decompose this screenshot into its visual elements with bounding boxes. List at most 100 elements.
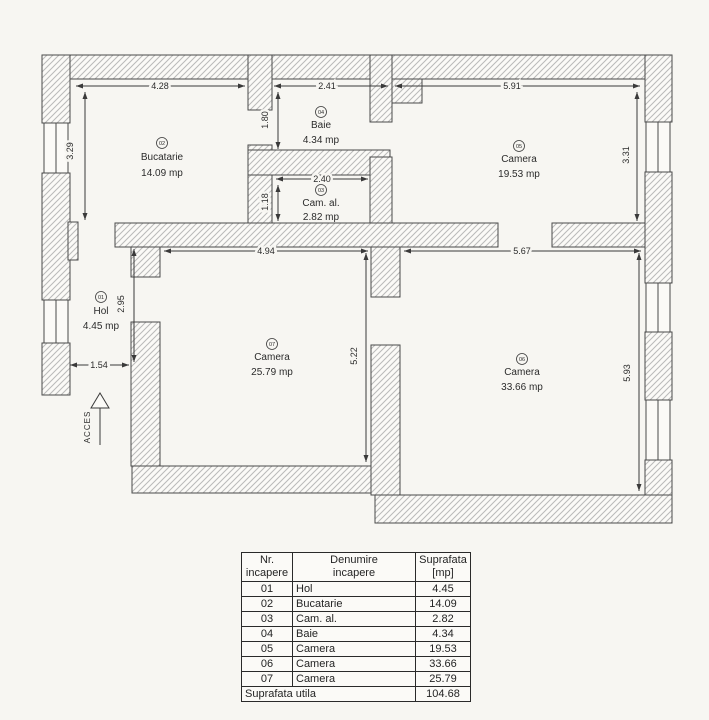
room-label-camera-06: 06 Camera 33.66 mp — [501, 353, 543, 393]
room-label-camera-07: 07 Camera 25.79 mp — [251, 338, 293, 378]
cell-area: 25.79 — [415, 671, 471, 687]
access-label: ACCES — [83, 411, 92, 444]
room-name-bucatarie: Bucatarie — [141, 152, 184, 163]
access-arrow-icon — [90, 392, 110, 409]
dimension-hall-width: 1.54 — [90, 360, 108, 370]
header-denumire-line1: Denumire — [330, 554, 378, 566]
wall-top-pillar — [391, 78, 423, 104]
room-name-cam-al: Cam. al. — [302, 198, 339, 209]
walls — [41, 54, 673, 524]
table-row: 03 Cam. al. 2.82 — [241, 611, 471, 627]
header-suprafata-line2: [mp] — [432, 567, 454, 579]
table-footer-row: Suprafata utila 104.68 — [241, 686, 471, 702]
wall-bath-right-lower — [369, 156, 393, 224]
room-number-06: 06 — [519, 357, 525, 363]
room-area-baie: 4.34 mp — [303, 135, 340, 146]
wall-right-seg2 — [644, 171, 673, 284]
room-label-camera-05: 05 Camera 19.53 mp — [498, 140, 540, 180]
wall-kitchen-divider-upper — [247, 54, 273, 111]
dimension-bath-height: 1.80 — [260, 111, 270, 129]
cell-area: 14.09 — [415, 596, 471, 612]
dimension-room7-width: 4.94 — [257, 246, 275, 256]
header-denumire: Denumire incapere — [292, 552, 416, 582]
dimension-room6-height: 5.93 — [622, 364, 632, 382]
wall-middle-right — [551, 222, 646, 248]
cell-area: 2.82 — [415, 611, 471, 627]
room-label-bucatarie: 02 Bucatarie 14.09 mp — [141, 137, 184, 179]
cell-name: Camera — [292, 656, 416, 672]
dimension-kitchen-width: 4.28 — [151, 81, 169, 91]
header-nr-line2: incapere — [245, 567, 289, 579]
cell-name: Camera — [292, 671, 416, 687]
header-denumire-line2: incapere — [332, 567, 376, 579]
cell-name: Bucatarie — [292, 596, 416, 612]
wall-divider-07-06-lower — [370, 344, 401, 496]
room-area-cam-al: 2.82 mp — [303, 212, 340, 223]
room-labels: 01 Hol 4.45 mp 02 Bucatarie 14.09 mp 03 … — [83, 106, 543, 393]
table-row: 05 Camera 19.53 — [241, 641, 471, 657]
room-area-bucatarie: 14.09 mp — [141, 168, 183, 179]
wall-left-pillar — [67, 221, 79, 261]
cell-area: 33.66 — [415, 656, 471, 672]
room-number-03: 03 — [318, 188, 324, 194]
header-suprafata: Suprafata [mp] — [415, 552, 471, 582]
wall-left-lower — [41, 342, 71, 396]
header-nr: Nr. incapere — [241, 552, 293, 582]
area-table: Nr. incapere Denumire incapere Suprafata… — [241, 552, 471, 702]
cell-area: 4.34 — [415, 626, 471, 642]
cell-nr: 06 — [241, 656, 293, 672]
wall-divider-07-06-upper — [370, 246, 401, 298]
wall-left-middle — [41, 172, 71, 301]
room-name-camera-05: Camera — [501, 154, 537, 165]
dimension-room5-width: 5.91 — [503, 81, 521, 91]
room-area-camera-06: 33.66 mp — [501, 382, 543, 393]
table-row: 06 Camera 33.66 — [241, 656, 471, 672]
floor-plan-drawing: 4.28 2.41 5.91 3.29 1.80 3.31 2.40 1.18 … — [41, 54, 673, 524]
wall-bath-right-upper — [369, 54, 393, 123]
dimension-kitchen-height: 3.29 — [65, 142, 75, 160]
header-nr-line1: Nr. — [259, 554, 275, 566]
footer-total: 104.68 — [415, 686, 471, 702]
cell-name: Cam. al. — [292, 611, 416, 627]
floor-plan: 4.28 2.41 5.91 3.29 1.80 3.31 2.40 1.18 … — [41, 54, 673, 524]
wall-left-upper — [41, 54, 71, 124]
wall-bottom-left — [131, 465, 376, 494]
cell-area: 4.45 — [415, 581, 471, 597]
wall-right-seg3 — [644, 331, 673, 401]
room-name-camera-06: Camera — [504, 367, 540, 378]
table-row: 01 Hol 4.45 — [241, 581, 471, 597]
room-label-hol: 01 Hol 4.45 mp — [83, 291, 120, 332]
footer-label: Suprafata utila — [241, 686, 416, 702]
dimension-bath-width: 2.41 — [318, 81, 336, 91]
room-area-camera-05: 19.53 mp — [498, 169, 540, 180]
cell-name: Baie — [292, 626, 416, 642]
wall-bottom-right — [374, 494, 673, 524]
cell-nr: 07 — [241, 671, 293, 687]
room-number-05: 05 — [516, 144, 522, 150]
wall-top — [41, 54, 673, 80]
dimension-hall-height: 2.95 — [116, 295, 126, 313]
cell-nr: 02 — [241, 596, 293, 612]
room-area-hol: 4.45 mp — [83, 321, 120, 332]
room-number-04: 04 — [318, 110, 324, 116]
room-label-cam-al: 03 Cam. al. 2.82 mp — [302, 184, 340, 223]
cell-name: Camera — [292, 641, 416, 657]
dimension-room6-width: 5.67 — [513, 246, 531, 256]
dimension-room5-height: 3.31 — [621, 146, 631, 164]
dimension-room7-height: 5.22 — [349, 347, 359, 365]
windows — [43, 121, 671, 461]
dimension-pantry-height: 1.18 — [260, 193, 270, 211]
cell-name: Hol — [292, 581, 416, 597]
table-header-row: Nr. incapere Denumire incapere Suprafata… — [241, 552, 471, 582]
table-row: 04 Baie 4.34 — [241, 626, 471, 642]
room-name-baie: Baie — [311, 120, 331, 131]
wall-bath-bottom — [247, 149, 391, 176]
dimension-lines: 4.28 2.41 5.91 3.29 1.80 3.31 2.40 1.18 … — [63, 79, 642, 491]
wall-middle-left — [114, 222, 499, 248]
cell-nr: 03 — [241, 611, 293, 627]
room-label-baie: 04 Baie 4.34 mp — [303, 106, 340, 146]
room-number-02: 02 — [159, 141, 165, 147]
wall-hall-right — [130, 321, 161, 467]
room-name-camera-07: Camera — [254, 352, 290, 363]
